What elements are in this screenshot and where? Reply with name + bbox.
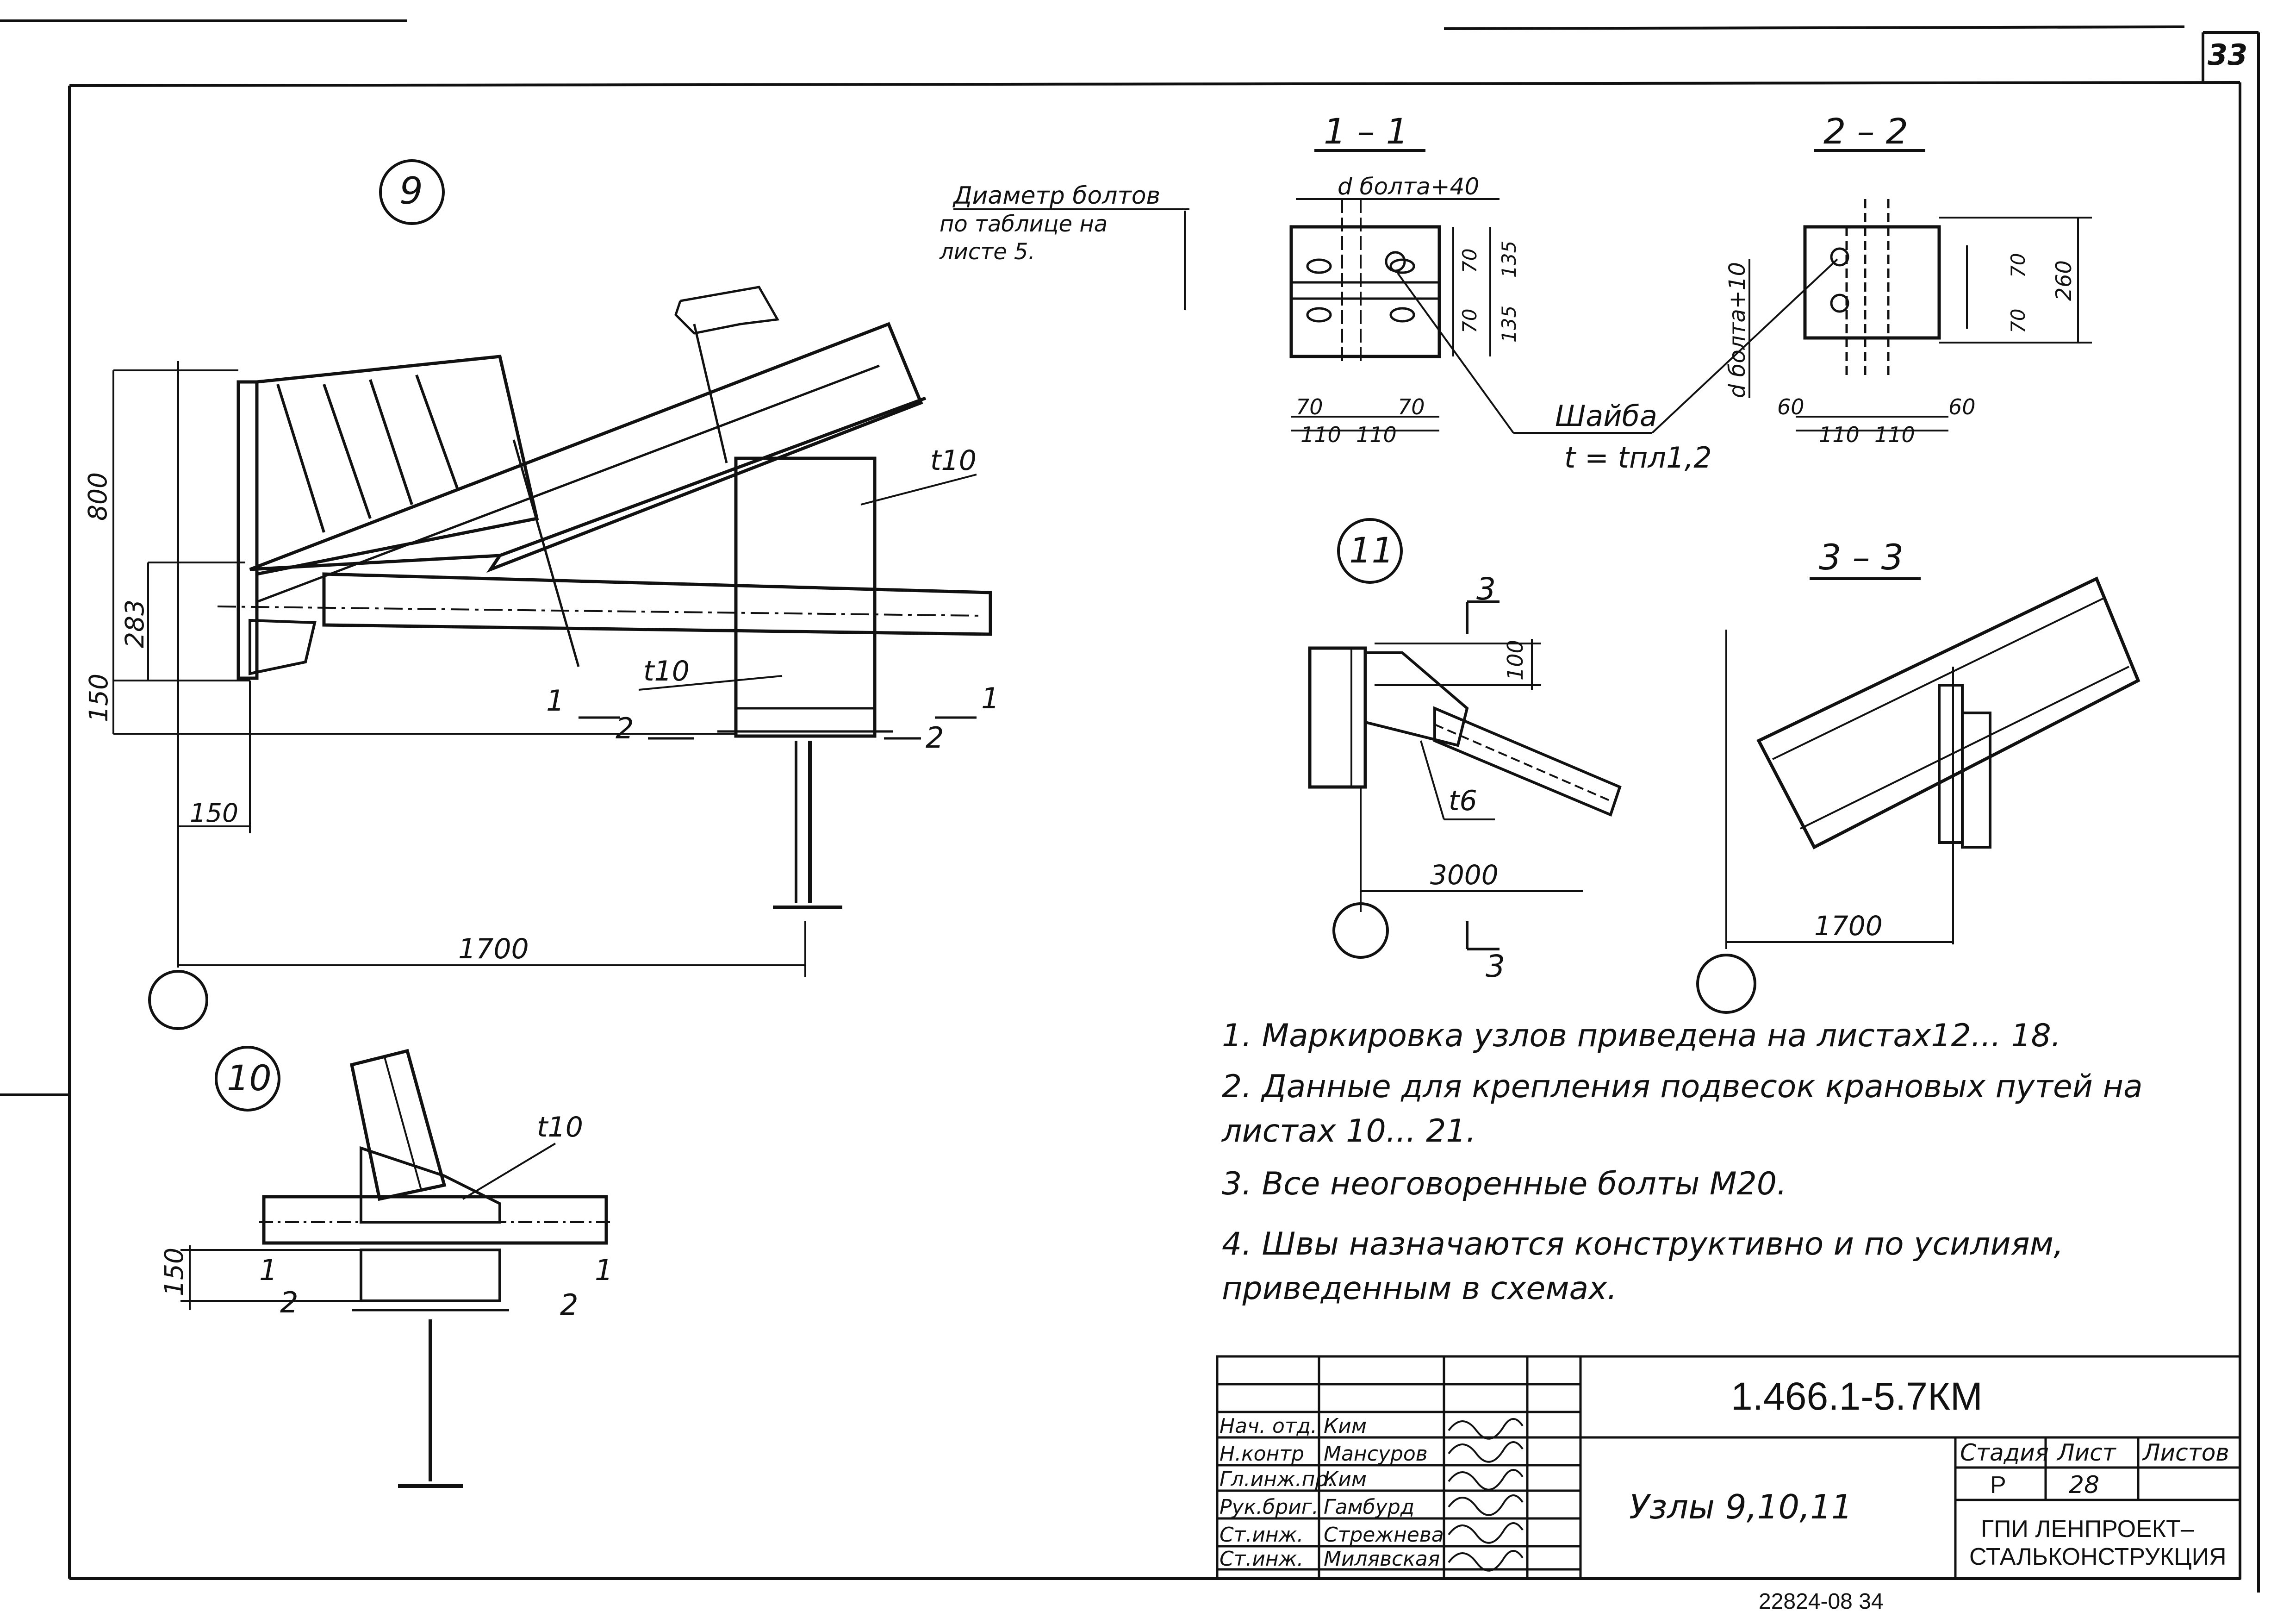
section-1-1-dim-110-left: 110	[1300, 422, 1341, 447]
node-9-plate-label: t10	[930, 444, 977, 477]
doc-code: 1.466.1-5.7КМ	[1731, 1374, 1983, 1418]
section-3-3-title: 3 – 3	[1819, 537, 1904, 578]
section-2-2-dim-70b: 70	[2007, 309, 2029, 333]
bolt-diameter-note: Диаметр болтов по таблице на листе 5.	[939, 182, 1189, 310]
section-1-1-dim-135b: 135	[1498, 306, 1520, 343]
node-11-dim-3000: 3000	[1430, 859, 1499, 891]
node-11-dim-100: 100	[1503, 640, 1528, 681]
node-9-dim-283: 283	[120, 600, 149, 648]
note-2: 2. Данные для крепления подвесок крановы…	[1222, 1068, 2143, 1149]
section-3-3-dim-1700: 1700	[1814, 910, 1883, 942]
sheets-header: Листов	[2142, 1439, 2229, 1466]
section-2-2-dim-110-left: 110	[1819, 422, 1860, 447]
name-5: Стрежнева	[1324, 1523, 1444, 1547]
section-1-1-dim-70a: 70	[1458, 249, 1481, 273]
title-block-frame	[1216, 1355, 2241, 1580]
section-1-1-drawing: 1 – 1 d болта+40 70 70 135 135 70 70 110…	[1289, 111, 1520, 447]
node-10-section-2-right: 2	[560, 1288, 578, 1322]
node-10-section-1-left: 1	[259, 1253, 277, 1287]
name-4: Гамбурд	[1324, 1495, 1414, 1519]
node-9-drawing: 9	[83, 159, 999, 1030]
sheet-value: 28	[2069, 1471, 2099, 1499]
node-9-axis-circle	[148, 970, 208, 1030]
name-3: Ким	[1324, 1468, 1367, 1491]
washer-note: Шайба t = tпл1,2	[1397, 258, 1838, 475]
node-11-section-3-bottom: 3	[1486, 949, 1505, 984]
node-9-dim-1700: 1700	[458, 933, 529, 965]
bolt-note-line-2: по таблице на	[940, 211, 1108, 237]
node-11-plate-label: t6	[1449, 785, 1477, 817]
washer-thickness: t = tпл1,2	[1564, 441, 1712, 475]
org-line-2: СТАЛЬКОНСТРУКЦИЯ	[1969, 1543, 2227, 1570]
section-2-2-dim-60-left: 60	[1777, 394, 1804, 419]
section-2-2-dim-260: 260	[2051, 260, 2076, 301]
node-9-marker	[379, 159, 445, 225]
sheet-header: Лист	[2056, 1439, 2117, 1466]
org-line-1: ГПИ ЛЕНПРОЕКТ–	[1981, 1516, 2194, 1543]
section-1-1-title: 1 – 1	[1324, 111, 1408, 152]
node-10-label: 10	[227, 1057, 272, 1099]
node-10-plate-label: t10	[537, 1111, 583, 1143]
node-11-section-3-top: 3	[1476, 571, 1496, 607]
node-11-marker	[1337, 518, 1403, 584]
node-10-marker	[215, 1046, 280, 1112]
section-2-2-dim-70a: 70	[2007, 253, 2029, 278]
archive-number: 22824-08 34	[1759, 1589, 1884, 1614]
section-1-1-dim-110-right: 110	[1356, 422, 1397, 447]
section-3-3-drawing: 3 – 3 1700	[1696, 537, 2140, 1014]
section-1-1-dim-135a: 135	[1498, 241, 1520, 278]
role-2: Н.контр	[1220, 1442, 1304, 1466]
node-10-section-1-right: 1	[595, 1253, 613, 1287]
node-10-dim-150: 150	[159, 1248, 189, 1296]
sheet-title: Узлы 9,10,11	[1629, 1487, 1853, 1526]
node-9-section-1-right: 1	[981, 681, 999, 715]
section-1-1-dim-70b: 70	[1458, 309, 1481, 333]
sheet-number: 33	[2208, 38, 2247, 72]
node-9-plate-lower-label: t10	[643, 655, 690, 687]
section-2-2-title: 2 – 2	[1823, 111, 1908, 152]
note-4: 4. Швы назначаются конструктивно и по ус…	[1222, 1226, 2064, 1307]
signatures	[1448, 1418, 1524, 1572]
role-4: Рук.бриг.	[1220, 1495, 1319, 1519]
note-3: 3. Все неоговоренные болты М20.	[1222, 1166, 1787, 1202]
node-9-dim-150-v: 150	[84, 674, 113, 722]
washer-label: Шайба	[1555, 399, 1657, 433]
section-3-3-axis-circle	[1696, 954, 1756, 1014]
node-10-drawing: 10 150 t10 1 1 2 2	[159, 1046, 613, 1488]
sheet-frame	[0, 19, 2260, 1593]
role-5: Ст.инж.	[1220, 1523, 1303, 1547]
role-6: Ст.инж.	[1220, 1547, 1303, 1571]
node-11-axis-circle	[1332, 902, 1389, 959]
node-9-label: 9	[399, 169, 423, 212]
name-2: Мансуров	[1324, 1442, 1428, 1466]
node-11-drawing: 11 3 100 t6 3000 3	[1308, 518, 1622, 984]
name-6: Милявская	[1324, 1547, 1440, 1571]
note-1: 1. Маркировка узлов приведена на листах1…	[1222, 1018, 2061, 1054]
role-3: Гл.инж.пр.	[1220, 1468, 1334, 1491]
node-9-dim-150-h: 150	[190, 798, 238, 828]
section-1-1-top-dim: d болта+40	[1338, 173, 1479, 200]
node-9-section-1-left: 1	[546, 684, 564, 718]
section-1-1-dim-70-left: 70	[1296, 394, 1323, 419]
node-9-dim-800: 800	[83, 472, 112, 521]
stage-value: Р	[1990, 1472, 2006, 1499]
section-2-2-dim-60-right: 60	[1948, 394, 1976, 419]
section-2-2-dim-110-right: 110	[1874, 422, 1915, 447]
section-1-1-dim-70-right: 70	[1398, 394, 1425, 419]
stage-header: Стадия	[1960, 1439, 2049, 1466]
node-11-label: 11	[1349, 530, 1394, 571]
node-10-section-2-left: 2	[280, 1286, 298, 1319]
bolt-note-line-3: листе 5.	[939, 239, 1035, 265]
section-2-2-drawing: 2 – 2 d болта+10 70 70 260 60 60 110 110	[1724, 111, 2092, 447]
section-2-2-side-dim: d болта+10	[1724, 262, 1750, 398]
bolt-note-line-1: Диаметр болтов	[952, 182, 1160, 210]
name-1: Ким	[1324, 1414, 1367, 1438]
role-1: Нач. отд.	[1220, 1414, 1317, 1438]
node-9-section-2-right: 2	[926, 721, 944, 755]
